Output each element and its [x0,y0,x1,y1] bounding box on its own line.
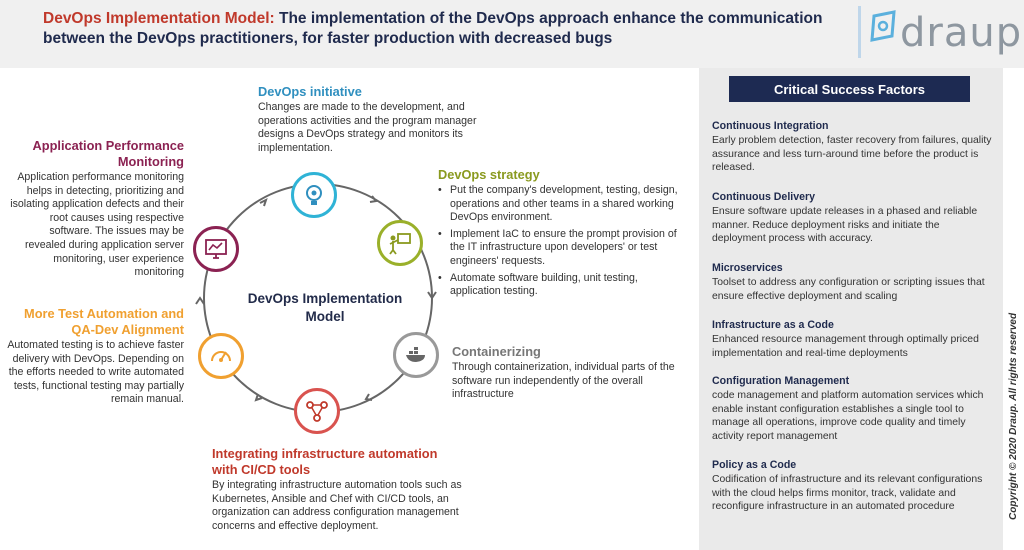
node-test-automation [198,333,244,379]
list-item: Put the company's development, testing, … [438,184,690,225]
factor-text: Toolset to address any configuration or … [712,277,985,302]
node-devops-strategy [377,220,423,266]
block-body: Changes are made to the development, and… [258,101,477,154]
block-devops-strategy: DevOps strategy Put the company's develo… [438,167,690,302]
speedometer-icon [211,351,231,362]
strategy-bullets: Put the company's development, testing, … [438,184,690,299]
factor-policy-as-code: Policy as a Code Codification of infrast… [712,459,994,514]
block-heading: DevOps strategy [438,167,540,182]
factor-text: Ensure software update releases in a pha… [712,206,978,245]
list-item: Implement IaC to ensure the prompt provi… [438,228,690,269]
block-test-automation: More Test Automation and QA-Dev Alignmen… [6,306,184,407]
block-containerizing: Containerizing Through containerization,… [452,344,690,402]
factor-text: Codification of infrastructure and its r… [712,474,983,513]
block-body: Automated testing is to achieve faster d… [7,339,184,406]
factor-name: Microservices [712,262,783,274]
block-heading: Containerizing [452,344,541,359]
draup-mark-icon [870,10,896,42]
block-heading: DevOps initiative [258,84,362,99]
factor-text: Early problem detection, faster recovery… [712,135,992,174]
factor-continuous-delivery: Continuous Delivery Ensure software upda… [712,191,994,246]
block-integration: Integrating infrastructure automation wi… [212,446,462,533]
factor-name: Policy as a Code [712,459,797,471]
header-banner: DevOps Implementation Model: The impleme… [0,0,1024,68]
block-body: Through containerization, individual par… [452,361,675,401]
page-title-rest: The implementation of the DevOps approac… [43,10,823,47]
factor-name: Configuration Management [712,375,850,387]
copyright-notice: Copyright © 2020 Draup. All rights reser… [1008,312,1019,520]
page-title: DevOps Implementation Model: The impleme… [43,9,833,49]
gear-bulb-icon [306,185,322,205]
node-apm [193,226,239,272]
logo-text: draup [900,10,1023,56]
node-integration [294,388,340,434]
factor-name: Continuous Delivery [712,191,816,203]
factor-microservices: Microservices Toolset to address any con… [712,262,994,303]
block-devops-initiative: DevOps initiative Changes are made to th… [258,84,498,155]
page-title-lead: DevOps Implementation Model: [43,10,275,27]
factor-name: Infrastructure as a Code [712,319,834,331]
block-body: Application performance monitoring helps… [10,171,184,279]
critical-success-factors-panel: Critical Success Factors Continuous Inte… [699,68,1003,550]
devops-model-diagram: DevOps Implementation Model DevOps initi… [0,68,700,550]
network-nodes-icon [306,401,328,422]
node-containerizing [393,332,439,378]
node-devops-initiative [291,172,337,218]
block-apm: Application Performance Monitoring Appli… [6,138,184,280]
logo-divider [858,6,861,58]
monitor-chart-icon [205,239,227,259]
factor-infrastructure-as-code: Infrastructure as a Code Enhanced resour… [712,319,994,360]
block-heading: Application Performance Monitoring [32,138,184,169]
block-body: By integrating infrastructure automation… [212,479,462,532]
block-heading: Integrating infrastructure automation wi… [212,446,438,477]
presenter-board-icon [389,233,411,255]
csf-title: Critical Success Factors [729,76,970,102]
draup-logo: draup [858,6,1021,60]
diagram-center-title: DevOps Implementation Model [247,291,403,324]
factor-configuration-management: Configuration Management code management… [712,375,994,443]
factor-name: Continuous Integration [712,120,829,132]
docker-whale-icon [406,347,425,362]
factor-continuous-integration: Continuous Integration Early problem det… [712,120,994,175]
block-heading: More Test Automation and QA-Dev Alignmen… [24,306,184,337]
factor-text: Enhanced resource management through opt… [712,334,979,359]
factor-text: code management and platform automation … [712,390,984,442]
list-item: Automate software building, unit testing… [438,272,690,299]
